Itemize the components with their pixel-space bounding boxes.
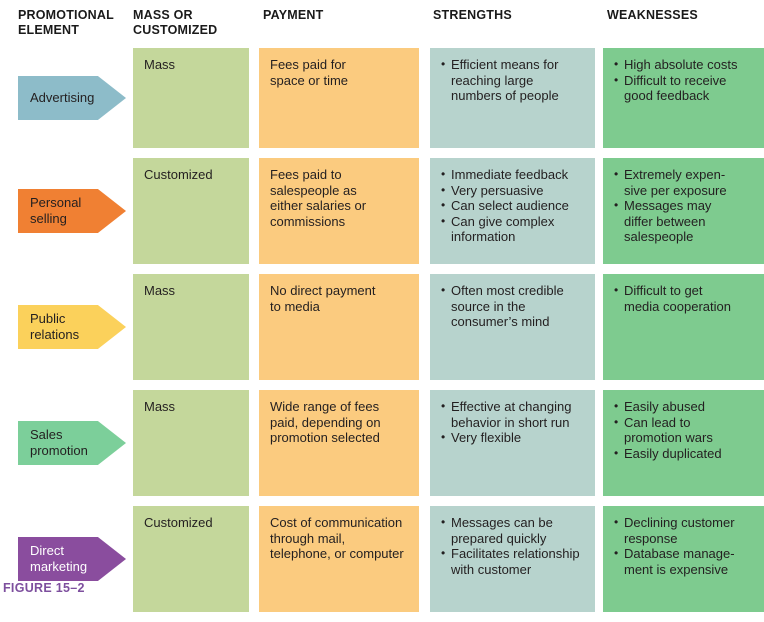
- cell-payment: Wide range of fees paid, depending on pr…: [259, 390, 419, 496]
- list-item: Effective at changing behavior in short …: [441, 399, 585, 430]
- list-item: Very flexible: [441, 430, 585, 446]
- cell-payment: Fees paid to salespeople as either salar…: [259, 158, 419, 264]
- column-header-mass: MASS OR CUSTOMIZED: [133, 8, 218, 37]
- cell-text: Fees paid for space or time: [270, 57, 349, 88]
- arrow-shape: Sales promotion: [18, 421, 126, 465]
- cell-text: Mass: [144, 283, 176, 298]
- cell-weaknesses: Extremely expen- sive per exposureMessag…: [603, 158, 764, 264]
- cell-mass: Customized: [133, 158, 249, 264]
- table-row: Direct marketing Customized Cost of commun…: [0, 506, 764, 622]
- arrow-shape: Advertising: [18, 76, 126, 120]
- table-row: Personal selling Customized Fees paid to s…: [0, 158, 764, 274]
- promotional-element-arrow[interactable]: Sales promotion: [18, 421, 126, 465]
- list-item: Immediate feedback: [441, 167, 585, 183]
- weaknesses-list: Extremely expen- sive per exposureMessag…: [614, 167, 754, 245]
- list-item: Can lead to promotion wars: [614, 415, 754, 446]
- list-item: Declining customer response: [614, 515, 754, 546]
- cell-text: Fees paid to salespeople as either salar…: [270, 167, 367, 229]
- table-header-row: PROMOTIONAL ELEMENT MASS OR CUSTOMIZED PAY…: [0, 0, 764, 48]
- table-row: Sales promotion Mass Wide range of fees pa…: [0, 390, 764, 506]
- cell-payment: Cost of communication through mail, tele…: [259, 506, 419, 612]
- column-header-payment: PAYMENT: [263, 8, 324, 22]
- strengths-list: Efficient means for reaching large numbe…: [441, 57, 585, 104]
- cell-mass: Mass: [133, 48, 249, 148]
- cell-strengths: Efficient means for reaching large numbe…: [430, 48, 595, 148]
- arrow-label: Direct marketing: [30, 543, 88, 574]
- cell-mass: Mass: [133, 390, 249, 496]
- promotional-element-arrow[interactable]: Personal selling: [18, 189, 126, 233]
- cell-text: Cost of communication through mail, tele…: [270, 515, 404, 561]
- list-item: Easily abused: [614, 399, 754, 415]
- cell-text: Wide range of fees paid, depending on pr…: [270, 399, 381, 445]
- list-item: Can select audience: [441, 198, 585, 214]
- list-item: Can give complex information: [441, 214, 585, 245]
- strengths-list: Often most credible source in the consum…: [441, 283, 585, 330]
- arrow-label: Advertising: [30, 89, 95, 105]
- cell-mass: Mass: [133, 274, 249, 380]
- list-item: Messages may differ between salespeople: [614, 198, 754, 245]
- cell-text: Mass: [144, 57, 176, 72]
- list-item: Messages can be prepared quickly: [441, 515, 585, 546]
- promotional-element-arrow[interactable]: Public relations: [18, 305, 126, 349]
- list-item: Difficult to get media cooperation: [614, 283, 754, 314]
- column-header-strengths: STRENGTHS: [433, 8, 512, 22]
- cell-weaknesses: Difficult to get media cooperation: [603, 274, 764, 380]
- list-item: Database manage- ment is expensive: [614, 546, 754, 577]
- cell-strengths: Often most credible source in the consum…: [430, 274, 595, 380]
- arrow-label: Sales promotion: [30, 427, 88, 458]
- list-item: Efficient means for reaching large numbe…: [441, 57, 585, 104]
- arrow-shape: Personal selling: [18, 189, 126, 233]
- arrow-shape: Public relations: [18, 305, 126, 349]
- list-item: Often most credible source in the consum…: [441, 283, 585, 330]
- cell-weaknesses: Easily abusedCan lead to promotion warsE…: [603, 390, 764, 496]
- cell-mass: Customized: [133, 506, 249, 612]
- weaknesses-list: High absolute costsDifficult to receive …: [614, 57, 754, 104]
- arrow-label: Personal selling: [30, 195, 82, 226]
- weaknesses-list: Difficult to get media cooperation: [614, 283, 754, 314]
- weaknesses-list: Declining customer responseDatabase mana…: [614, 515, 754, 577]
- list-item: Very persuasive: [441, 183, 585, 199]
- cell-text: No direct payment to media: [270, 283, 376, 314]
- list-item: Extremely expen- sive per exposure: [614, 167, 754, 198]
- promotional-element-arrow[interactable]: Direct marketing: [18, 537, 126, 581]
- table-row: Public relations Mass No direct payment to…: [0, 274, 764, 390]
- strengths-list: Effective at changing behavior in short …: [441, 399, 585, 446]
- cell-text: Mass: [144, 399, 176, 414]
- cell-weaknesses: High absolute costsDifficult to receive …: [603, 48, 764, 148]
- column-header-element: PROMOTIONAL ELEMENT: [18, 8, 114, 37]
- list-item: Facilitates relationship with customer: [441, 546, 585, 577]
- cell-text: Customized: [144, 515, 213, 530]
- cell-payment: Fees paid for space or time: [259, 48, 419, 148]
- cell-text: Customized: [144, 167, 213, 182]
- arrow-label: Public relations: [30, 311, 80, 342]
- cell-strengths: Immediate feedbackVery persuasiveCan sel…: [430, 158, 595, 264]
- list-item: Difficult to receive good feedback: [614, 73, 754, 104]
- strengths-list: Immediate feedbackVery persuasiveCan sel…: [441, 167, 585, 245]
- table-row: Advertising Mass Fees paid for space or ti…: [0, 48, 764, 158]
- strengths-list: Messages can be prepared quicklyFacilita…: [441, 515, 585, 577]
- column-header-weaknesses: WEAKNESSES: [607, 8, 698, 22]
- cell-strengths: Messages can be prepared quicklyFacilita…: [430, 506, 595, 612]
- list-item: Easily duplicated: [614, 446, 754, 462]
- figure-caption: FIGURE 15–2: [3, 581, 85, 595]
- list-item: High absolute costs: [614, 57, 754, 73]
- cell-weaknesses: Declining customer responseDatabase mana…: [603, 506, 764, 612]
- cell-payment: No direct payment to media: [259, 274, 419, 380]
- weaknesses-list: Easily abusedCan lead to promotion warsE…: [614, 399, 754, 461]
- promotional-element-arrow[interactable]: Advertising: [18, 76, 126, 120]
- cell-strengths: Effective at changing behavior in short …: [430, 390, 595, 496]
- arrow-shape: Direct marketing: [18, 537, 126, 581]
